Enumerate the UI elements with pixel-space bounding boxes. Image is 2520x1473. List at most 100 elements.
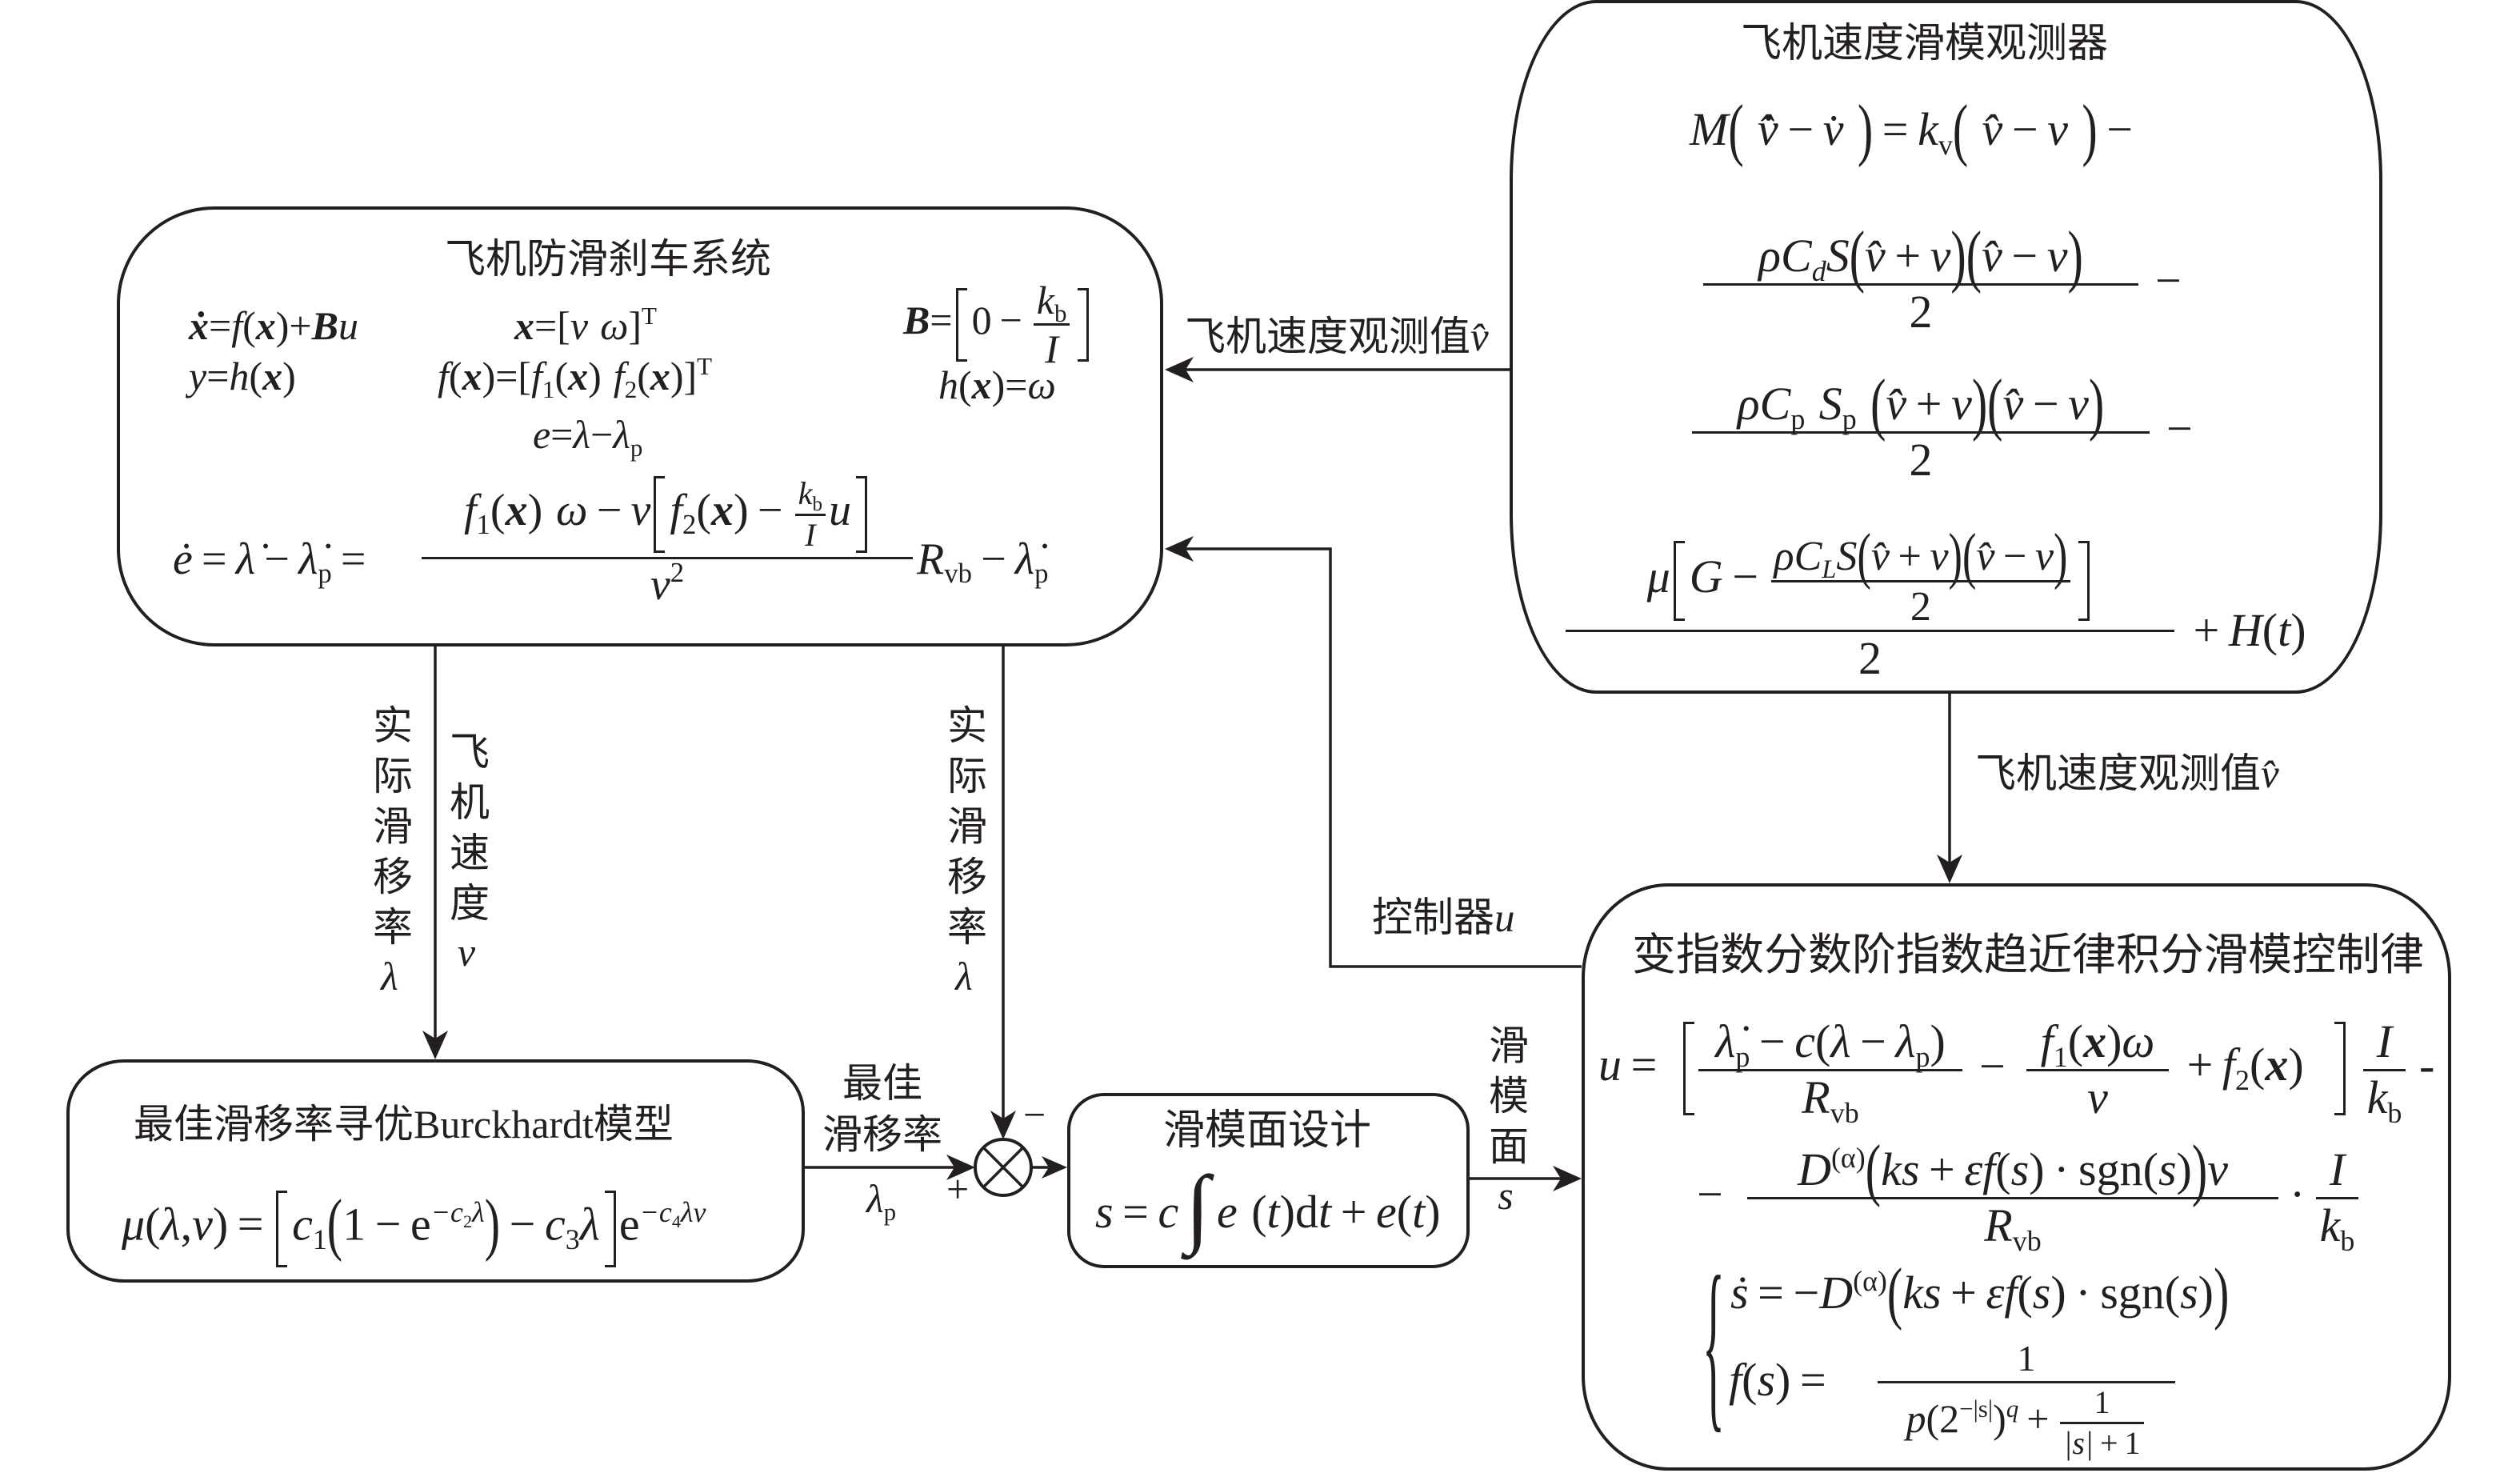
math-token: x	[568, 354, 589, 398]
math-token: +	[2099, 1425, 2118, 1461]
math-token: f	[531, 354, 542, 398]
math-token: −	[757, 485, 783, 535]
math-token: )	[2176, 1143, 2192, 1195]
math-token: (	[696, 485, 711, 535]
math-token: k	[2319, 1199, 2341, 1251]
numerator: D(α)(ks+εf(s)·sgn(s))v	[1699, 1135, 2326, 1204]
denominator: Rvb	[1699, 1203, 2326, 1255]
math-token: x	[710, 485, 734, 535]
math-token: (	[2017, 1267, 2033, 1319]
left-bracket	[1673, 541, 1685, 622]
math-token: x	[2083, 1015, 2107, 1067]
math-token: sgn	[2078, 1143, 2143, 1195]
math-token: 1	[2124, 1425, 2141, 1461]
math-token: (	[2262, 604, 2278, 656]
math-token: )	[733, 485, 749, 535]
math-token: ω	[1027, 362, 1056, 407]
math-token: h	[229, 354, 250, 398]
math-token: −	[1793, 1267, 1820, 1319]
observed-speed-label: 飞机速度观测值v̂	[1185, 318, 1489, 358]
math-token: )	[1971, 364, 1988, 442]
sliding-surface-title: 滑模面设计	[1163, 1108, 1372, 1154]
math-token: I	[1045, 326, 1058, 371]
math-token: +	[2193, 604, 2220, 656]
math-token: (	[326, 1184, 343, 1263]
math-token: d	[1294, 1186, 1318, 1238]
math-token: (	[1966, 216, 1982, 294]
numerator: 1	[1830, 1340, 2223, 1377]
math-token: d	[1811, 254, 1826, 287]
math-token: )	[2067, 216, 2083, 294]
math-token: =	[206, 354, 230, 398]
error-derivative-lhs: ė=λ̇−λ̇p=	[173, 537, 375, 587]
math-token: λ̇	[1014, 534, 1035, 584]
math-token: )	[2106, 1015, 2122, 1067]
label-text: 飞机速度观测值	[1185, 315, 1471, 360]
math-token: t	[1318, 1186, 1332, 1238]
math-token: p	[1915, 1040, 1930, 1073]
math-token: =	[930, 297, 953, 342]
left-bracket	[1683, 1022, 1694, 1115]
math-token: (	[637, 354, 650, 398]
control-law-line2-operator: −	[1697, 1168, 1723, 1220]
math-token: +	[2186, 1039, 2214, 1091]
math-token: p	[1906, 1395, 1926, 1441]
math-token: 2	[1909, 434, 1933, 486]
math-token: S	[1818, 378, 1842, 430]
denominator: 2	[1770, 579, 2071, 627]
math-token: (α)	[1830, 1141, 1866, 1174]
error-derivative-tail: Rvb−λ̇p	[917, 534, 1049, 587]
arrowhead-right-icon	[946, 1155, 975, 1180]
math-token: I	[2376, 1015, 2393, 1067]
math-token: λ̇	[1715, 1015, 1736, 1067]
math-token: (	[1886, 1253, 1903, 1331]
math-token: b	[1054, 298, 1067, 327]
math-token: f	[231, 303, 243, 348]
math-token: s	[1922, 1267, 1942, 1319]
numerator: ρCdS(v̂+v)(v̂−v)	[1655, 221, 2186, 290]
denominator: v	[1978, 1075, 2217, 1121]
math-token: −c	[639, 1196, 672, 1229]
denominator: |s|+1	[2060, 1422, 2144, 1461]
math-token: f	[670, 485, 682, 535]
arrowhead-down-icon	[990, 1111, 1016, 1139]
math-token: 3	[565, 1223, 580, 1255]
control-law-gain-fraction: I kb	[2316, 1147, 2358, 1255]
math-token: f	[1729, 1354, 1742, 1406]
numerator: I	[2315, 1019, 2454, 1065]
math-token: −	[2106, 103, 2133, 155]
numerator: ρCLS(v̂+v)(v̂−v)	[1771, 524, 2071, 587]
math-token: vb	[2012, 1224, 2042, 1257]
math-token: =	[1882, 103, 1909, 155]
math-token: )	[2198, 1267, 2214, 1319]
math-token: ε	[1964, 1143, 1983, 1195]
math-token: 2	[1939, 1395, 1960, 1441]
label-text: 飞机速度观测值	[1975, 752, 2262, 797]
math-token: =	[1122, 1186, 1149, 1238]
math-token: −	[374, 1198, 402, 1251]
math-token: vb	[944, 558, 972, 590]
junction-minus-sign: −	[1023, 1092, 1046, 1137]
fs-equation-lhs: f(s)=	[1729, 1357, 1835, 1403]
right-bracket	[856, 476, 867, 553]
math-token: )	[282, 354, 296, 398]
math-token: +	[1929, 1143, 1955, 1195]
math-token: ρ	[1737, 378, 1760, 430]
math-token: λ	[472, 1196, 485, 1229]
controller-feedback-line	[1186, 547, 1582, 968]
math-token: (	[1865, 1130, 1882, 1208]
math-token: D	[1819, 1267, 1854, 1319]
math-token: x	[462, 354, 482, 398]
optimal-slip-symbol: λp	[866, 1179, 896, 1224]
math-token: k	[1918, 103, 1938, 155]
math-token: 2	[2235, 1063, 2250, 1096]
summing-junction-cross	[982, 1146, 1025, 1189]
label-text: 飞机速度	[444, 730, 489, 932]
math-token: x	[650, 354, 670, 398]
math-token: (	[1728, 90, 1744, 168]
